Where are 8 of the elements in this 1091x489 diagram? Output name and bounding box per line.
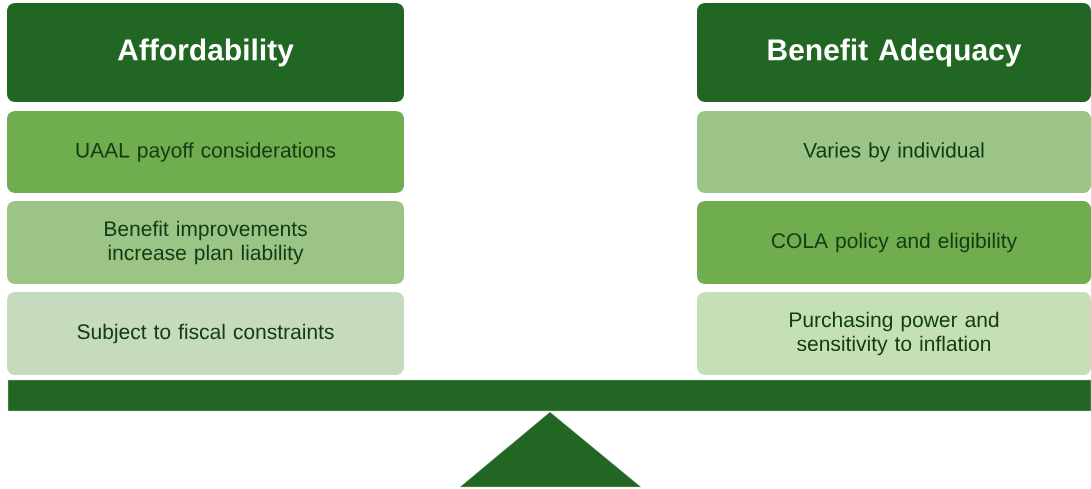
text-box: Subject to fiscal constraints	[7, 292, 404, 375]
text-box: Benefit improvements increase plan liability	[7, 201, 404, 284]
heading-box: Benefit Adequacy	[697, 3, 1091, 102]
text-box: Varies by individual	[697, 111, 1091, 193]
text-box: UAAL payoff considerations	[7, 111, 404, 193]
text-box: Purchasing power and sensitivity to inflation	[697, 292, 1091, 375]
heading-box: Affordability	[7, 3, 404, 102]
text-box: COLA policy and eligibility	[697, 201, 1091, 284]
